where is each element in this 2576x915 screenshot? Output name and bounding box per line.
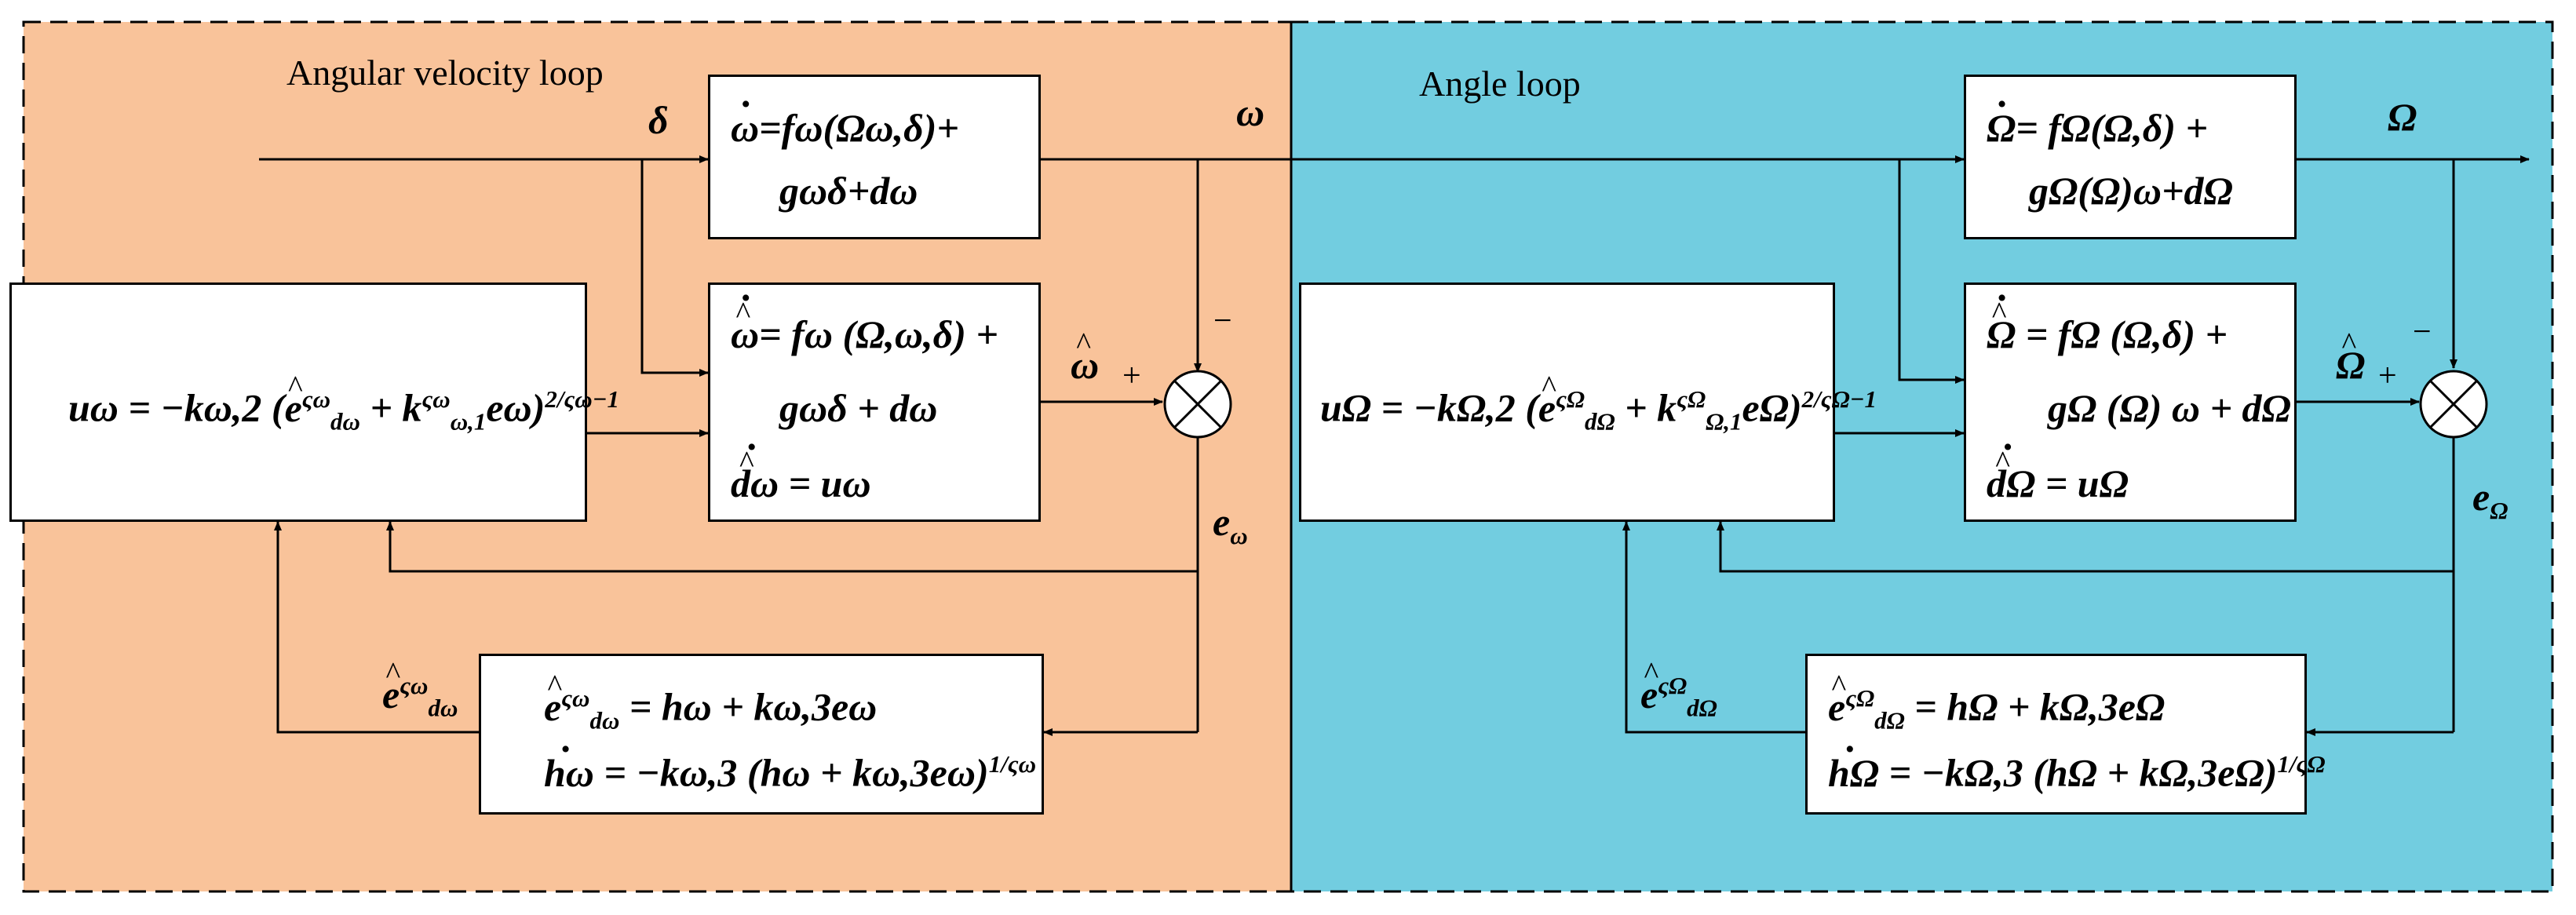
delta-label: δ	[648, 98, 669, 142]
e-omega-label: eω	[1213, 500, 1248, 549]
sum-junction-left	[1163, 370, 1232, 439]
angle-loop-title: Angle loop	[1419, 64, 1581, 104]
ehat-Omega-feedback	[1622, 521, 1805, 734]
sum-junction-right	[2419, 370, 2488, 439]
angle-controller-block: uΩ = −kΩ,2 (eςΩdΩ + kςΩΩ,1eΩ)2/ςΩ−1	[1299, 283, 1877, 522]
delta-branch-line	[640, 159, 709, 377]
angle-loop-border	[1290, 20, 2554, 893]
omega-branch-right	[1898, 159, 1965, 384]
omega-hat-label: ω	[1071, 328, 1099, 385]
angular-velocity-controller-block: uω = −kω,2 (eςωdω + kςωω,1eω)2/ςω−1	[9, 283, 619, 522]
plus-sign-left: +	[1122, 358, 1141, 394]
e-Omega-label: eΩ	[2472, 475, 2508, 524]
omega-label: ω	[1236, 90, 1265, 134]
angular-velocity-estimator-block: eςωdω = hω + kω,3eω hω = −kω,3 (hω + kω,…	[479, 654, 1044, 815]
angular-velocity-loop-title: Angular velocity loop	[286, 53, 604, 93]
Omega-label: Ω	[2388, 95, 2417, 139]
ehat-d-omega-label: eςωdω	[382, 658, 458, 720]
angular-velocity-observer-block: ω= fω (Ω,ω,δ) + gωδ + dω dω = uω	[708, 278, 1041, 522]
minus-sign-right: −	[2413, 314, 2432, 350]
e-Omega-feedback-controller	[1717, 521, 2454, 573]
angle-observer-block: Ω = fΩ (Ω,δ) + gΩ (Ω) ω + dΩ dΩ = uΩ	[1964, 278, 2297, 522]
angle-estimator-block: eςΩdΩ = hΩ + kΩ,3eΩ hΩ = −kΩ,3 (hΩ + kΩ,…	[1805, 654, 2326, 815]
plus-sign-right: +	[2378, 358, 2397, 394]
angle-plant-block: Ω= fΩ(Ω,δ) + gΩ(Ω)ω+dΩ	[1964, 75, 2297, 239]
minus-sign-left: −	[1213, 303, 1232, 339]
e-omega-feedback-controller	[386, 521, 1198, 573]
angular-velocity-plant-block: ω=fω(Ωω,δ)+ gωδ+dω	[708, 75, 1041, 239]
Omega-hat-label: Ω	[2336, 328, 2365, 385]
ehat-omega-feedback	[274, 521, 479, 734]
ehat-d-Omega-label: eςΩdΩ	[1640, 658, 1717, 720]
